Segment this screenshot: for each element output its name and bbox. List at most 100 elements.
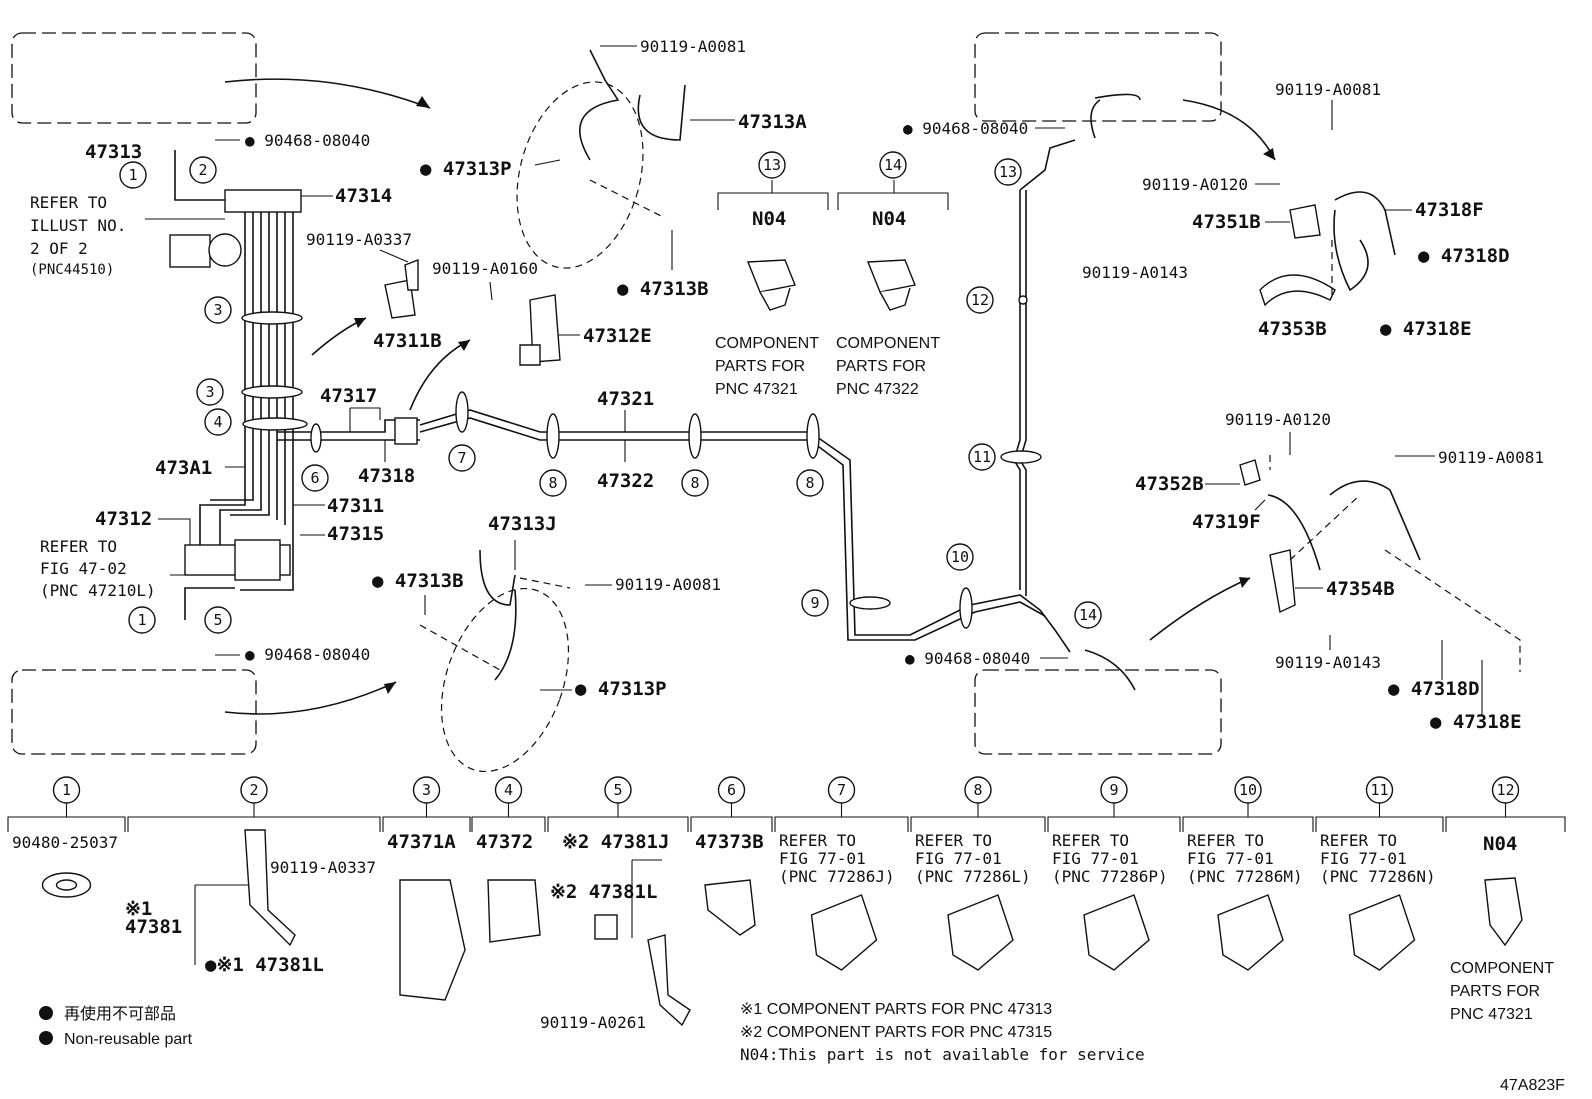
table-part-sketch-8	[947, 894, 1014, 971]
callout-1: 1	[119, 161, 147, 189]
label-47313J: 47313J	[488, 513, 557, 535]
table-num-6: 6	[727, 781, 736, 799]
table-part-sketch-6	[704, 879, 756, 936]
table-text-8-2: (PNC 77286L)	[915, 867, 1031, 886]
svg-text:2: 2	[198, 161, 207, 179]
label-47317: 47317	[320, 385, 377, 407]
label-47318E-low: ● 47318E	[1430, 711, 1522, 733]
svg-text:8: 8	[690, 474, 699, 492]
table-num-9: 9	[1109, 781, 1118, 799]
label-47352B: 47352B	[1135, 473, 1204, 495]
table-text-2-1: ※1	[125, 898, 152, 920]
label-47313P-low: ● 47313P	[575, 678, 667, 700]
label-47318D-top: ● 47318D	[1418, 245, 1510, 267]
table-text-10-0: REFER TO	[1187, 831, 1264, 850]
refer-fig: REFER TO FIG 47-02 (PNC 47210L)	[40, 537, 156, 600]
callout-8: 8	[796, 469, 824, 497]
table-num-3: 3	[422, 781, 431, 799]
rear-right-area-box	[974, 669, 1222, 755]
svg-text:4: 4	[213, 413, 222, 431]
table-text-8-0: REFER TO	[915, 831, 992, 850]
table-num-8: 8	[973, 781, 982, 799]
table-text-12-3: PNC 47321	[1450, 1006, 1533, 1023]
note-1: ※1 COMPONENT PARTS FOR PNC 47313	[740, 1001, 1052, 1018]
label-bolt-a0120-top: 90119-A0120	[1142, 175, 1248, 194]
svg-text:14: 14	[1079, 606, 1097, 624]
table-part-sketch-5	[594, 859, 691, 1027]
label-47313B-top: ● 47313B	[617, 278, 709, 300]
table-text-7-0: REFER TO	[779, 831, 856, 850]
table-text-10-1: FIG 77-01	[1187, 849, 1274, 868]
label-47312: 47312	[95, 508, 152, 530]
callout-3: 3	[204, 296, 232, 324]
table-text-2-0: 90119-A0337	[270, 858, 376, 877]
label-47353B: 47353B	[1258, 318, 1327, 340]
table-part-sketch-12	[1484, 877, 1523, 947]
legend-jp: 再使用不可部品	[64, 1005, 176, 1023]
label-bolt-a0160: 90119-A0160	[432, 259, 538, 278]
svg-text:3: 3	[205, 383, 214, 401]
legend-en: Non-reusable part	[64, 1031, 193, 1048]
callout-14: 14	[1074, 601, 1102, 629]
svg-text:9: 9	[810, 594, 819, 612]
callout-2: 2	[189, 156, 217, 184]
svg-text:13: 13	[999, 163, 1017, 181]
callout-8: 8	[681, 469, 709, 497]
svg-text:5: 5	[213, 611, 222, 629]
label-473A1: 473A1	[155, 457, 212, 479]
comp-47322: COMPONENT PARTS FOR PNC 47322	[836, 335, 944, 398]
table-part-sketch-7	[810, 894, 878, 971]
label-n04-14: N04	[872, 208, 906, 230]
rear-right-hose	[1239, 455, 1521, 672]
table-text-2-2: 47381	[125, 916, 182, 938]
table-part-sketch-4	[487, 879, 541, 943]
callout-14: 14	[879, 151, 907, 179]
label-47312E: 47312E	[583, 325, 652, 347]
table-text-9-2: (PNC 77286P)	[1052, 867, 1168, 886]
label-47311B: 47311B	[373, 330, 442, 352]
table-col-4: 4 47372	[471, 776, 546, 943]
table-text-4-0: 47372	[476, 831, 533, 853]
label-47319F: 47319F	[1192, 511, 1261, 533]
callout-13: 13	[994, 158, 1022, 186]
label-bolt-a0143-low: 90119-A0143	[1275, 653, 1381, 672]
label-47318E-top: ● 47318E	[1380, 318, 1472, 340]
front-left-hose	[516, 49, 686, 269]
callout-3: 3	[196, 378, 224, 406]
front-right-hose	[1259, 191, 1396, 307]
label-47322: 47322	[597, 470, 654, 492]
label-clamp-d: ● 90468-08040	[905, 649, 1030, 668]
note-2: ※2 COMPONENT PARTS FOR PNC 47315	[740, 1024, 1052, 1041]
table-text-9-0: REFER TO	[1052, 831, 1129, 850]
label-47313P-top: ● 47313P	[420, 158, 512, 180]
clip-N04-13	[746, 259, 796, 311]
label-n04-13: N04	[752, 208, 786, 230]
label-47354B: 47354B	[1326, 578, 1395, 600]
svg-text:11: 11	[973, 448, 991, 466]
svg-text:8: 8	[548, 474, 557, 492]
label-47321: 47321	[597, 388, 654, 410]
table-num-4: 4	[504, 781, 513, 799]
rear-left-area-box	[11, 669, 257, 755]
brake-tube-harness	[169, 150, 420, 620]
callout-9: 9	[801, 589, 829, 617]
clip-N04-14	[866, 259, 916, 311]
table-text-2-3: ●※1 47381L	[205, 954, 324, 976]
front-right-area-box	[974, 32, 1222, 122]
label-47314: 47314	[335, 185, 392, 207]
table-num-1: 1	[62, 781, 71, 799]
label-47313: 47313	[85, 141, 142, 163]
svg-text:1: 1	[137, 611, 146, 629]
table-num-12: 12	[1496, 781, 1514, 799]
callout-10: 10	[946, 543, 974, 571]
label-47318: 47318	[358, 465, 415, 487]
table-text-7-1: FIG 77-01	[779, 849, 866, 868]
flow-arrows	[224, 78, 1276, 715]
table-text-12-1: COMPONENT	[1450, 960, 1554, 977]
